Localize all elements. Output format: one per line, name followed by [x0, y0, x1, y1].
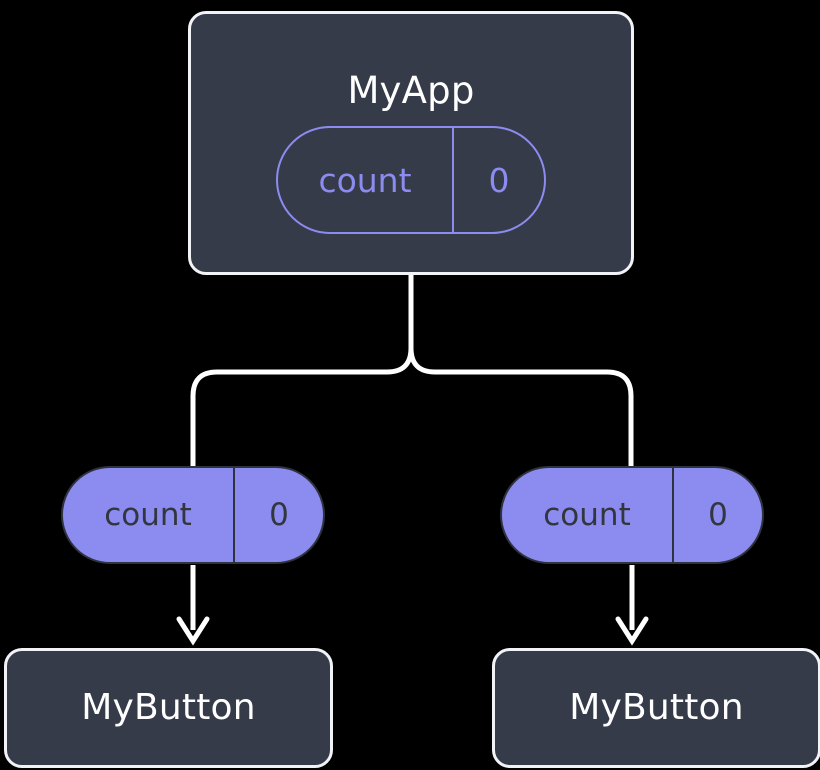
prop-pill-left[interactable]: count 0: [61, 466, 325, 564]
child-component-right-title: MyButton: [569, 687, 744, 728]
prop-pill-left-value: 0: [269, 497, 289, 533]
prop-pill-right[interactable]: count 0: [500, 466, 764, 564]
root-state-value: 0: [488, 160, 510, 200]
child-component-right-box[interactable]: MyButton: [492, 648, 820, 768]
root-state-key: count: [278, 128, 454, 232]
child-component-left-box[interactable]: MyButton: [4, 648, 333, 768]
prop-pill-right-key: count: [502, 468, 674, 562]
root-component-title: MyApp: [347, 69, 475, 112]
prop-pill-right-value: 0: [708, 497, 728, 533]
child-component-left-title: MyButton: [81, 687, 256, 728]
arrow-right-head: [615, 616, 649, 646]
arrow-left-head: [176, 616, 210, 646]
prop-pill-left-key: count: [63, 468, 235, 562]
root-state-pill[interactable]: count 0: [276, 126, 546, 234]
